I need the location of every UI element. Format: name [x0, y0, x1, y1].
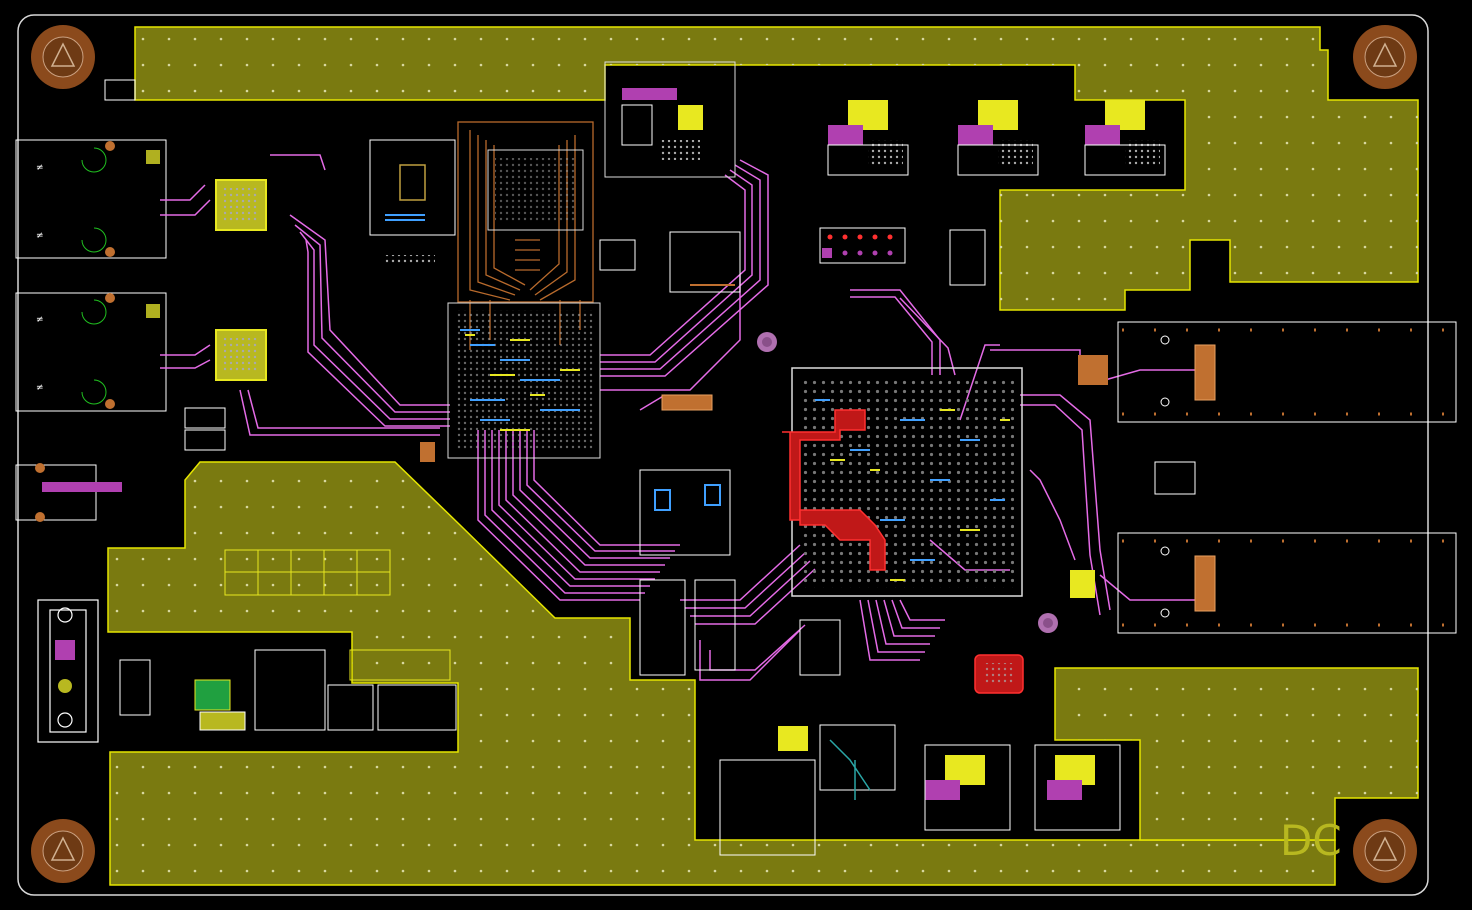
power-supply-area	[119, 549, 457, 731]
power-connector	[37, 599, 99, 743]
phy-chip-2	[215, 329, 267, 381]
trace-group-ethernet	[160, 154, 450, 436]
sfp-cage-1	[1117, 321, 1457, 423]
mounting-hole-top-right	[1353, 25, 1417, 89]
svg-text:≠: ≠	[36, 315, 44, 325]
phy-chip-1	[215, 179, 267, 231]
usb-connector	[15, 79, 226, 522]
orange-connector	[420, 355, 1108, 598]
silkscreen-label: DC	[1280, 816, 1342, 865]
sfp-cage-2	[1117, 532, 1457, 634]
red-chip	[974, 654, 1024, 694]
copper-pour-bottom-right	[1054, 667, 1419, 841]
bga-fpga	[782, 367, 1023, 597]
mounting-hole-top-left	[31, 25, 95, 89]
copper-pour-bottom-left	[107, 461, 1336, 886]
power-supply-area-bottom	[719, 724, 1121, 856]
svg-text:≠: ≠	[36, 163, 44, 173]
copper-pour-top	[134, 26, 1419, 311]
sfp-small-part	[1154, 461, 1196, 495]
svg-text:≠: ≠	[36, 383, 44, 393]
ethernet-port-2: ≠ ≠	[15, 292, 167, 412]
header-top-center	[604, 61, 736, 178]
svg-text:≠: ≠	[36, 231, 44, 241]
component-small-center	[599, 227, 986, 293]
ethernet-port-1: ≠ ≠	[15, 139, 167, 259]
mounting-hole-bottom-right	[1353, 819, 1417, 883]
power-component-group-top	[827, 100, 1166, 176]
passive-components-middle	[639, 469, 841, 676]
cpu-package	[447, 302, 601, 459]
via-large	[757, 332, 1058, 633]
ddr-memory-area	[487, 149, 584, 231]
mounting-hole-bottom-left	[31, 819, 95, 883]
flash-chip	[369, 139, 456, 265]
